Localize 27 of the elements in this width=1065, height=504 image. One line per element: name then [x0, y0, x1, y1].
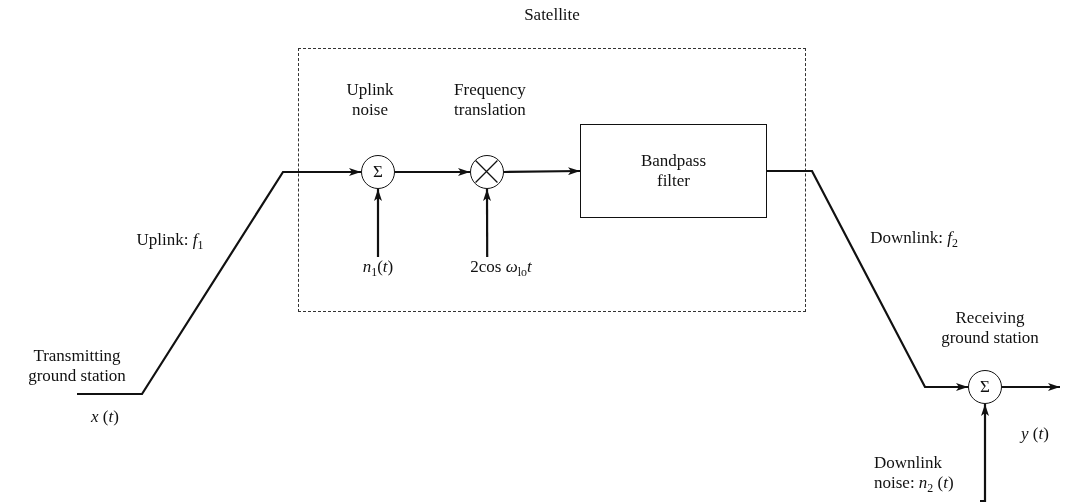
- signal-name: Frequency translation: [453, 80, 527, 121]
- filter-block: [580, 124, 767, 218]
- signal-arrow: [504, 167, 580, 176]
- multiplier-junction: [470, 155, 504, 189]
- sigma-symbol: Σ: [372, 162, 384, 182]
- signal-arrow: [77, 168, 361, 396]
- signal-arrow: [395, 168, 470, 176]
- signal-arrow: [767, 169, 968, 391]
- signal-label: n$_{1}$(t): [350, 257, 406, 281]
- block-label: Bandpass filter: [639, 151, 708, 191]
- signal-name: y (t): [1018, 424, 1050, 445]
- edge-label: Uplink: f$_{1}$: [135, 230, 205, 254]
- signal-label: 2cos ω$_{lo}$t: [455, 257, 547, 283]
- signal-label: Transmitting ground station: [12, 346, 142, 394]
- signal-name: x (t): [90, 407, 120, 428]
- sigma-symbol: Σ: [979, 377, 991, 397]
- edge-label: Downlink: f$_{2}$: [869, 228, 959, 252]
- signal-label: Downlink noise: n$_{2}$ (t): [874, 453, 980, 501]
- block-caption: Receiving ground station: [940, 308, 1040, 349]
- group-heading: Satellite: [523, 5, 581, 25]
- summing-junction: [361, 155, 395, 189]
- signal-arrow: [1002, 383, 1060, 391]
- signal-arrow: [980, 404, 989, 503]
- signal-arrow: [483, 189, 492, 257]
- summing-junction: [968, 370, 1002, 404]
- signal-name: Uplink noise: [345, 80, 395, 121]
- signal-arrow: [374, 189, 382, 257]
